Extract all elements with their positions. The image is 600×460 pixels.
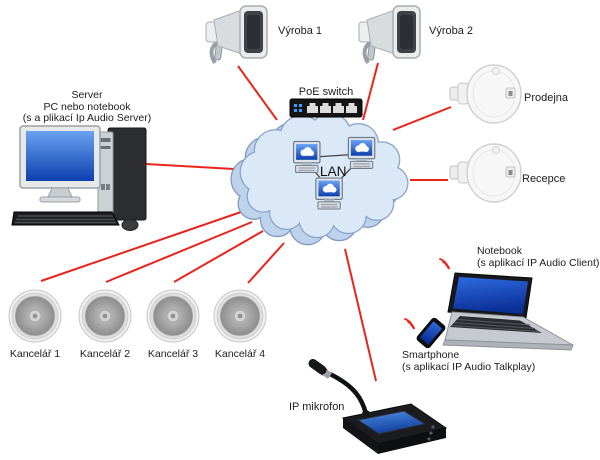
microphone-capsule: [308, 359, 327, 375]
label-server-line1: Server: [71, 89, 103, 101]
horn-speaker-vyroba-1: [204, 4, 269, 65]
ip-microphone: [308, 359, 448, 454]
label-kancelar-4: Kancelář 4: [214, 348, 266, 360]
wifi-icon: [404, 318, 415, 330]
label-kancelar-1: Kancelář 1: [9, 348, 61, 360]
lan-label: LAN: [320, 164, 347, 179]
label-kancelar-2: Kancelář 2: [79, 348, 131, 360]
connection-kancelar3-lan: [173, 230, 264, 283]
wifi-icon: [439, 258, 450, 270]
microphone-buttons: [427, 425, 435, 441]
wall-speaker-prodejna: [449, 64, 522, 124]
lan-node-icon: [292, 140, 321, 174]
connection-kancelar2-lan: [105, 221, 253, 283]
horn-speaker-vyroba-2: [357, 4, 422, 65]
lan-node-icon: [315, 177, 343, 210]
label-vyroba-1: Výroba 1: [278, 25, 323, 37]
label-server-line2: PC nebo notebook: [43, 100, 131, 113]
label-notebook-sub: (s aplikací IP Audio Client): [477, 256, 600, 269]
ceiling-speaker-kancelar-4: [213, 289, 267, 343]
poe-switch: [289, 98, 363, 118]
microphone-screen: [356, 410, 427, 435]
connection-kancelar4-lan: [247, 242, 285, 284]
lan-node-icon: [347, 136, 376, 170]
server-mouse: [121, 219, 139, 231]
connection-prodejna-lan: [392, 106, 452, 131]
smartphone-device: [416, 317, 446, 349]
poe-switch-ports: [307, 103, 357, 113]
ceiling-speaker-kancelar-3: [146, 289, 200, 343]
label-vyroba-2: Výroba 2: [429, 25, 474, 37]
notebook-screen: [453, 277, 528, 314]
label-server: Server PC nebo notebook (s a plikací Ip …: [8, 89, 166, 125]
server-computer: [11, 125, 147, 231]
connection-vyroba1-lan: [237, 65, 278, 121]
microphone-gooseneck: [328, 371, 369, 415]
notebook-device: [442, 272, 574, 351]
label-recepce: Recepce: [522, 173, 566, 185]
poe-switch-leds: [294, 104, 302, 112]
lan-cloud: LAN: [230, 112, 409, 246]
label-notebook-title: Notebook: [477, 245, 522, 257]
label-server-line3: (s a plikací Ip Audio Server): [22, 112, 152, 124]
label-ip-mikrofon: IP mikrofon: [289, 401, 345, 413]
label-smartphone: Smartphone (s aplikací IP Audio Talkplay…: [402, 349, 536, 373]
wall-speaker-recepce: [449, 143, 522, 203]
ceiling-speaker-kancelar-1: [8, 289, 62, 343]
connection-mikrofon-lan: [344, 248, 377, 382]
server-monitor-screen: [26, 131, 94, 181]
label-notebook: Notebook (s aplikací IP Audio Client): [477, 245, 600, 269]
server-keyboard: [11, 211, 120, 226]
label-smartphone-sub: (s aplikací IP Audio Talkplay): [402, 360, 536, 373]
label-poe-switch: PoE switch: [298, 86, 354, 98]
ceiling-speaker-kancelar-2: [78, 289, 132, 343]
connection-vyroba2-lan: [362, 62, 379, 121]
smartphone-screen: [420, 321, 442, 345]
label-smartphone-title: Smartphone: [402, 349, 460, 361]
label-prodejna: Prodejna: [524, 92, 569, 104]
connection-kancelar1-lan: [40, 211, 242, 282]
connection-server-lan: [145, 163, 235, 170]
label-kancelar-3: Kancelář 3: [147, 348, 199, 360]
